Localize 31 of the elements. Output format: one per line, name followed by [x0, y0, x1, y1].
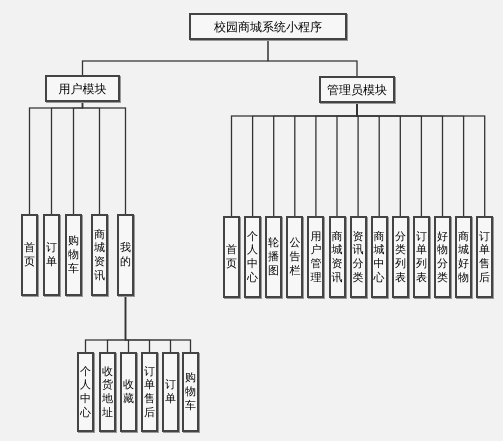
- connector-line: [124, 296, 192, 352]
- module-box: 好物分类: [434, 216, 451, 298]
- module-box: 购物车: [182, 352, 199, 432]
- module-box: 收货地址: [99, 352, 116, 432]
- connector-line: [82, 102, 126, 214]
- module-box: 订单列表: [412, 216, 430, 298]
- module-box: 订单售后: [141, 352, 158, 432]
- module-box: 分类列表: [392, 216, 409, 298]
- module-box: 商城好物: [455, 216, 472, 298]
- connector-line: [356, 103, 486, 216]
- module-box: 商城中心: [370, 216, 388, 298]
- module-box: 公告栏: [286, 216, 304, 298]
- module-box: 商城资讯: [328, 216, 346, 298]
- module-title-box: 用户模块: [45, 75, 120, 102]
- module-box: 商城资讯: [91, 214, 108, 296]
- connector-line: [267, 40, 358, 76]
- module-box: 用户管理: [307, 216, 324, 298]
- module-box: 订单售后: [476, 216, 494, 298]
- module-box: 首页: [223, 216, 240, 298]
- module-box: 订单: [43, 214, 60, 296]
- module-box: 资讯分类: [350, 216, 367, 298]
- module-box: 个人中心: [244, 216, 262, 298]
- module-box: 个人中心: [77, 352, 94, 432]
- module-box: 首页: [21, 214, 38, 296]
- module-box: 订单: [162, 352, 179, 432]
- module-box: 收藏: [120, 352, 137, 432]
- module-box: 轮播图: [265, 216, 282, 298]
- module-title-box: 校园商城系统小程序: [189, 13, 347, 40]
- module-box: 我的: [117, 214, 134, 296]
- module-box: 购物车: [65, 214, 82, 296]
- module-title-box: 管理员模块: [319, 76, 395, 103]
